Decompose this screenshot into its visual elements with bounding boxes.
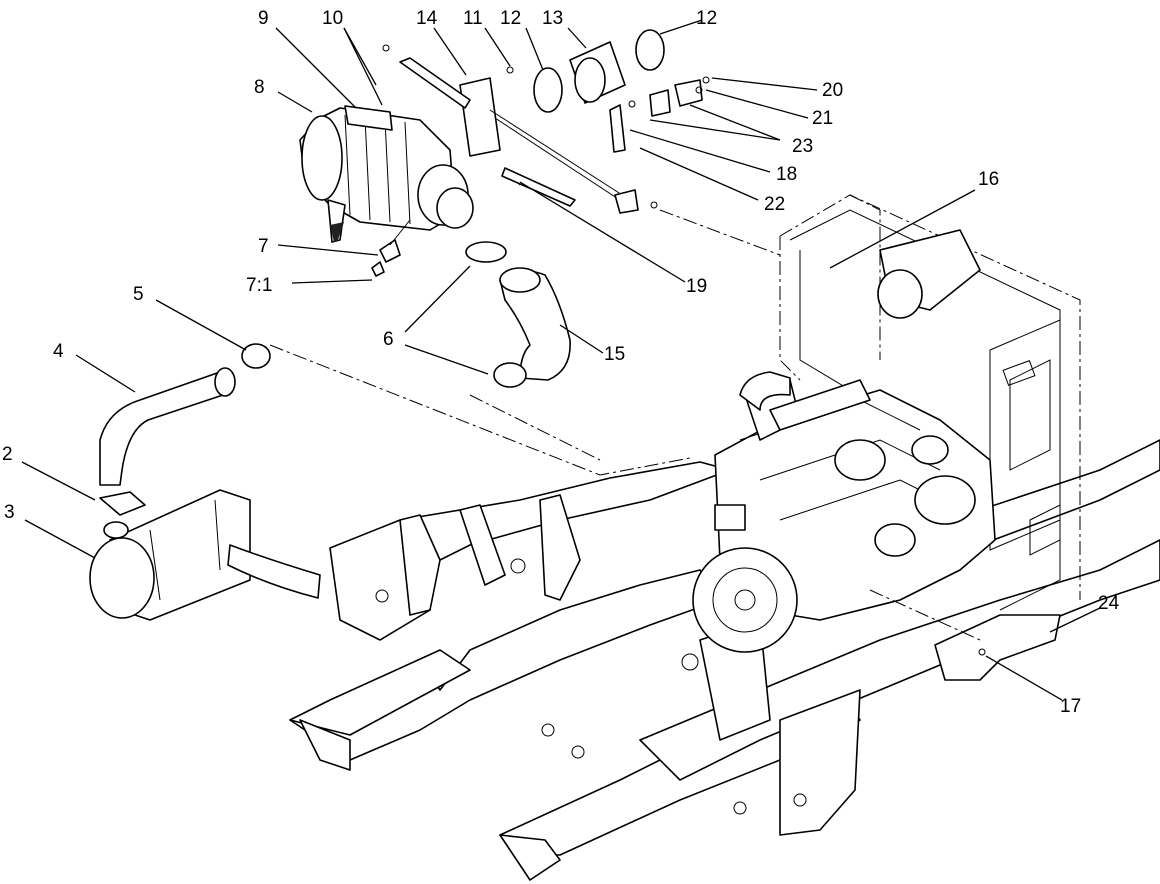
isolator-parts [649,76,710,117]
callout-10: 10 [322,8,343,29]
callout-11: 11 [463,8,483,29]
clamp-and-hose [533,29,665,113]
restriction-indicator [371,219,411,277]
callout-21: 21 [812,108,833,129]
callout-2: 2 [2,444,13,465]
callout-17: 17 [1060,696,1081,717]
callout-20: 20 [822,80,843,101]
engine [692,371,996,653]
exhaust-system [89,343,321,621]
intake-hose [465,241,571,388]
heat-shield [934,614,1061,681]
callout-3: 3 [4,502,15,523]
mounting-bracket [382,44,658,214]
callout-12: 12 [696,8,717,29]
callout-6: 6 [383,329,394,350]
chassis-frame [289,439,1160,881]
assembly-lines [269,209,981,641]
rear-cage-frame [779,194,1081,611]
callout-18: 18 [776,164,797,185]
callout-13: 13 [542,8,563,29]
callout-7-1: 7:1 [246,275,272,296]
leader-lines [21,19,1101,701]
callout-14: 14 [416,8,438,29]
callout-16: 16 [978,169,999,190]
air-cleaner-assembly [299,105,474,243]
callout-12: 12 [500,8,521,29]
callout-24: 24 [1098,593,1120,614]
callout-22: 22 [764,194,785,215]
callout-15: 15 [604,344,625,365]
callout-4: 4 [53,341,64,362]
callout-19: 19 [686,276,707,297]
callout-23: 23 [792,136,813,157]
callout-8: 8 [254,77,265,98]
callout-7: 7 [258,236,269,257]
callout-9: 9 [258,8,269,29]
callout-labels: 9 10 14 11 12 13 12 8 20 21 23 18 22 16 … [2,8,1120,717]
callout-5: 5 [133,284,144,305]
